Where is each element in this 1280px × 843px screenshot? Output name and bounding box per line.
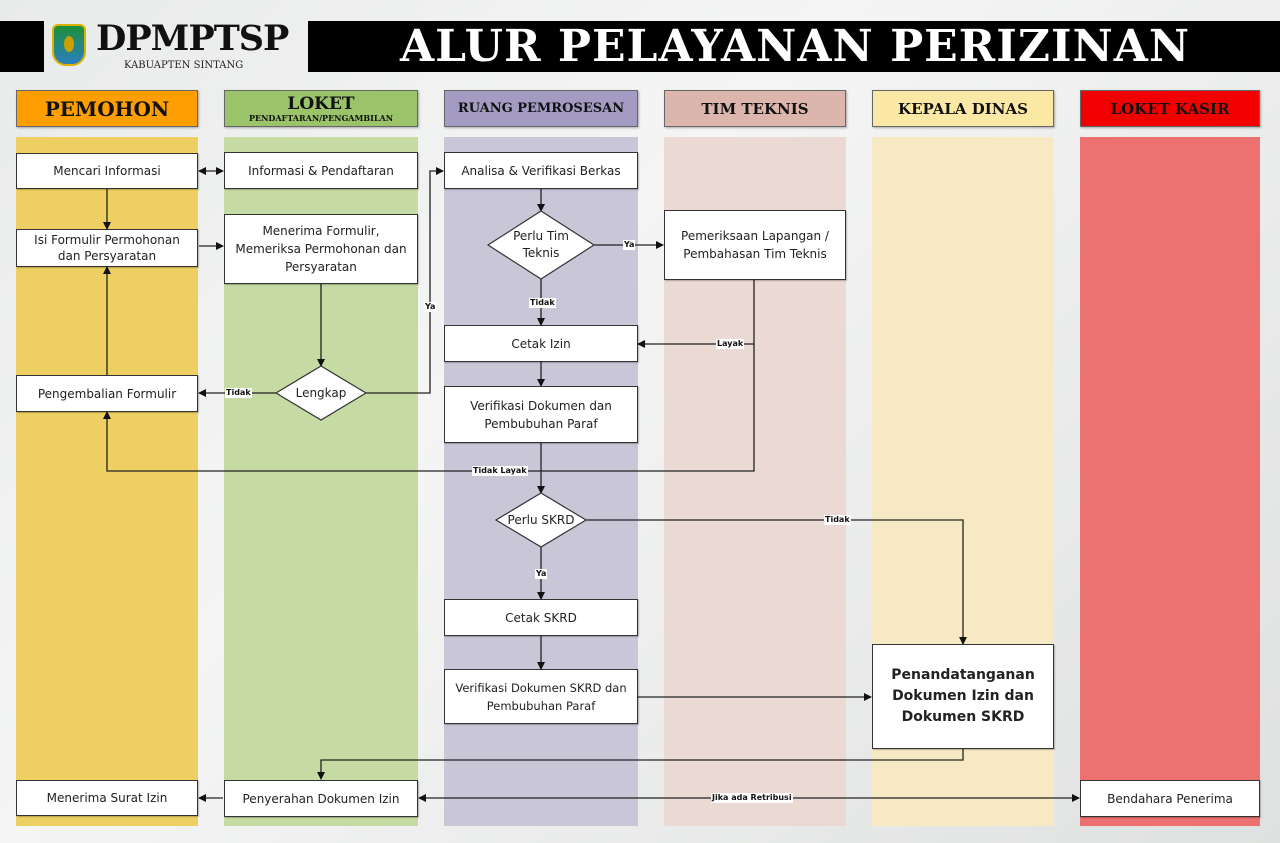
- node-analisa-verifikasi[interactable]: Analisa & Verifikasi Berkas: [444, 152, 638, 189]
- node-penyerahan-dokumen-izin[interactable]: Penyerahan Dokumen Izin: [224, 780, 418, 817]
- decision-perlu-tim-shape: [486, 210, 596, 280]
- edge-label-lengkap-ya: Ya: [424, 302, 437, 312]
- node-mencari-informasi[interactable]: Mencari Informasi: [16, 153, 198, 189]
- lane-title: LOKET: [287, 93, 355, 114]
- lane-title: LOKET KASIR: [1110, 99, 1230, 118]
- edge-label-tim-tidak: Tidak: [529, 298, 556, 308]
- decision-perlu-skrd-shape: [494, 492, 588, 548]
- lane-loket-kasir: [1080, 137, 1260, 826]
- node-bendahara-penerima[interactable]: Bendahara Penerima: [1080, 780, 1260, 817]
- node-menerima-formulir[interactable]: Menerima Formulir, Memeriksa Permohonan …: [224, 214, 418, 284]
- edge-label-tim-ya: Ya: [623, 240, 636, 250]
- edge-label-lengkap-tidak: Tidak: [225, 388, 252, 398]
- page-title: ALUR PELAYANAN PERIZINAN: [308, 21, 1280, 72]
- edge-label-tidak-layak: Tidak Layak: [472, 466, 528, 476]
- brand-name: DPMPTSP: [96, 18, 289, 59]
- lane-header-kepala-dinas: KEPALA DINAS: [872, 90, 1054, 127]
- lane-header-loket-kasir: LOKET KASIR: [1080, 90, 1260, 127]
- decision-lengkap-shape: [274, 365, 368, 421]
- node-penandatanganan[interactable]: Penandatanganan Dokumen Izin dan Dokumen…: [872, 644, 1054, 749]
- node-verifikasi-skrd[interactable]: Verifikasi Dokumen SKRD dan Pembubuhan P…: [444, 669, 638, 724]
- lane-subtitle: PENDAFTARAN/PENGAMBILAN: [248, 112, 394, 123]
- node-isi-formulir[interactable]: Isi Formulir Permohonan dan Persyaratan: [16, 229, 198, 267]
- lane-title: PEMOHON: [44, 96, 170, 121]
- decision-perlu-skrd[interactable]: Perlu SKRD: [507, 512, 575, 527]
- lane-header-loket: LOKET PENDAFTARAN/PENGAMBILAN: [224, 90, 418, 127]
- edge-label-layak: Layak: [716, 339, 745, 349]
- lane-title: KEPALA DINAS: [898, 99, 1028, 118]
- decision-lengkap[interactable]: Lengkap: [295, 385, 347, 400]
- node-pemeriksaan-lapangan[interactable]: Pemeriksaan Lapangan / Pembahasan Tim Te…: [664, 210, 846, 280]
- decision-perlu-tim-teknis[interactable]: Perlu Tim Teknis: [513, 229, 569, 260]
- lane-title: RUANG PEMROSESAN: [457, 100, 625, 116]
- edge-label-skrd-tidak: Tidak: [824, 515, 851, 525]
- node-cetak-izin[interactable]: Cetak Izin: [444, 325, 638, 362]
- node-informasi-pendaftaran[interactable]: Informasi & Pendaftaran: [224, 152, 418, 189]
- edge-label-skrd-ya: Ya: [535, 569, 548, 579]
- regency-crest-icon: [52, 24, 86, 66]
- lane-title: TIM TEKNIS: [701, 99, 809, 118]
- lane-header-tim-teknis: TIM TEKNIS: [664, 90, 846, 127]
- brand-subtitle: KABUAPTEN SINTANG: [124, 60, 244, 71]
- lane-header-ruang-pemrosesan: RUANG PEMROSESAN: [444, 90, 638, 127]
- lane-header-pemohon: PEMOHON: [16, 90, 198, 127]
- node-menerima-surat-izin[interactable]: Menerima Surat Izin: [16, 780, 198, 816]
- edge-label-retribusi: Jika ada Retribusi: [711, 793, 793, 803]
- node-pengembalian-formulir[interactable]: Pengembalian Formulir: [16, 375, 198, 412]
- header-left-bar: [0, 21, 44, 72]
- node-cetak-skrd[interactable]: Cetak SKRD: [444, 599, 638, 636]
- node-verifikasi-dokumen[interactable]: Verifikasi Dokumen dan Pembubuhan Paraf: [444, 386, 638, 443]
